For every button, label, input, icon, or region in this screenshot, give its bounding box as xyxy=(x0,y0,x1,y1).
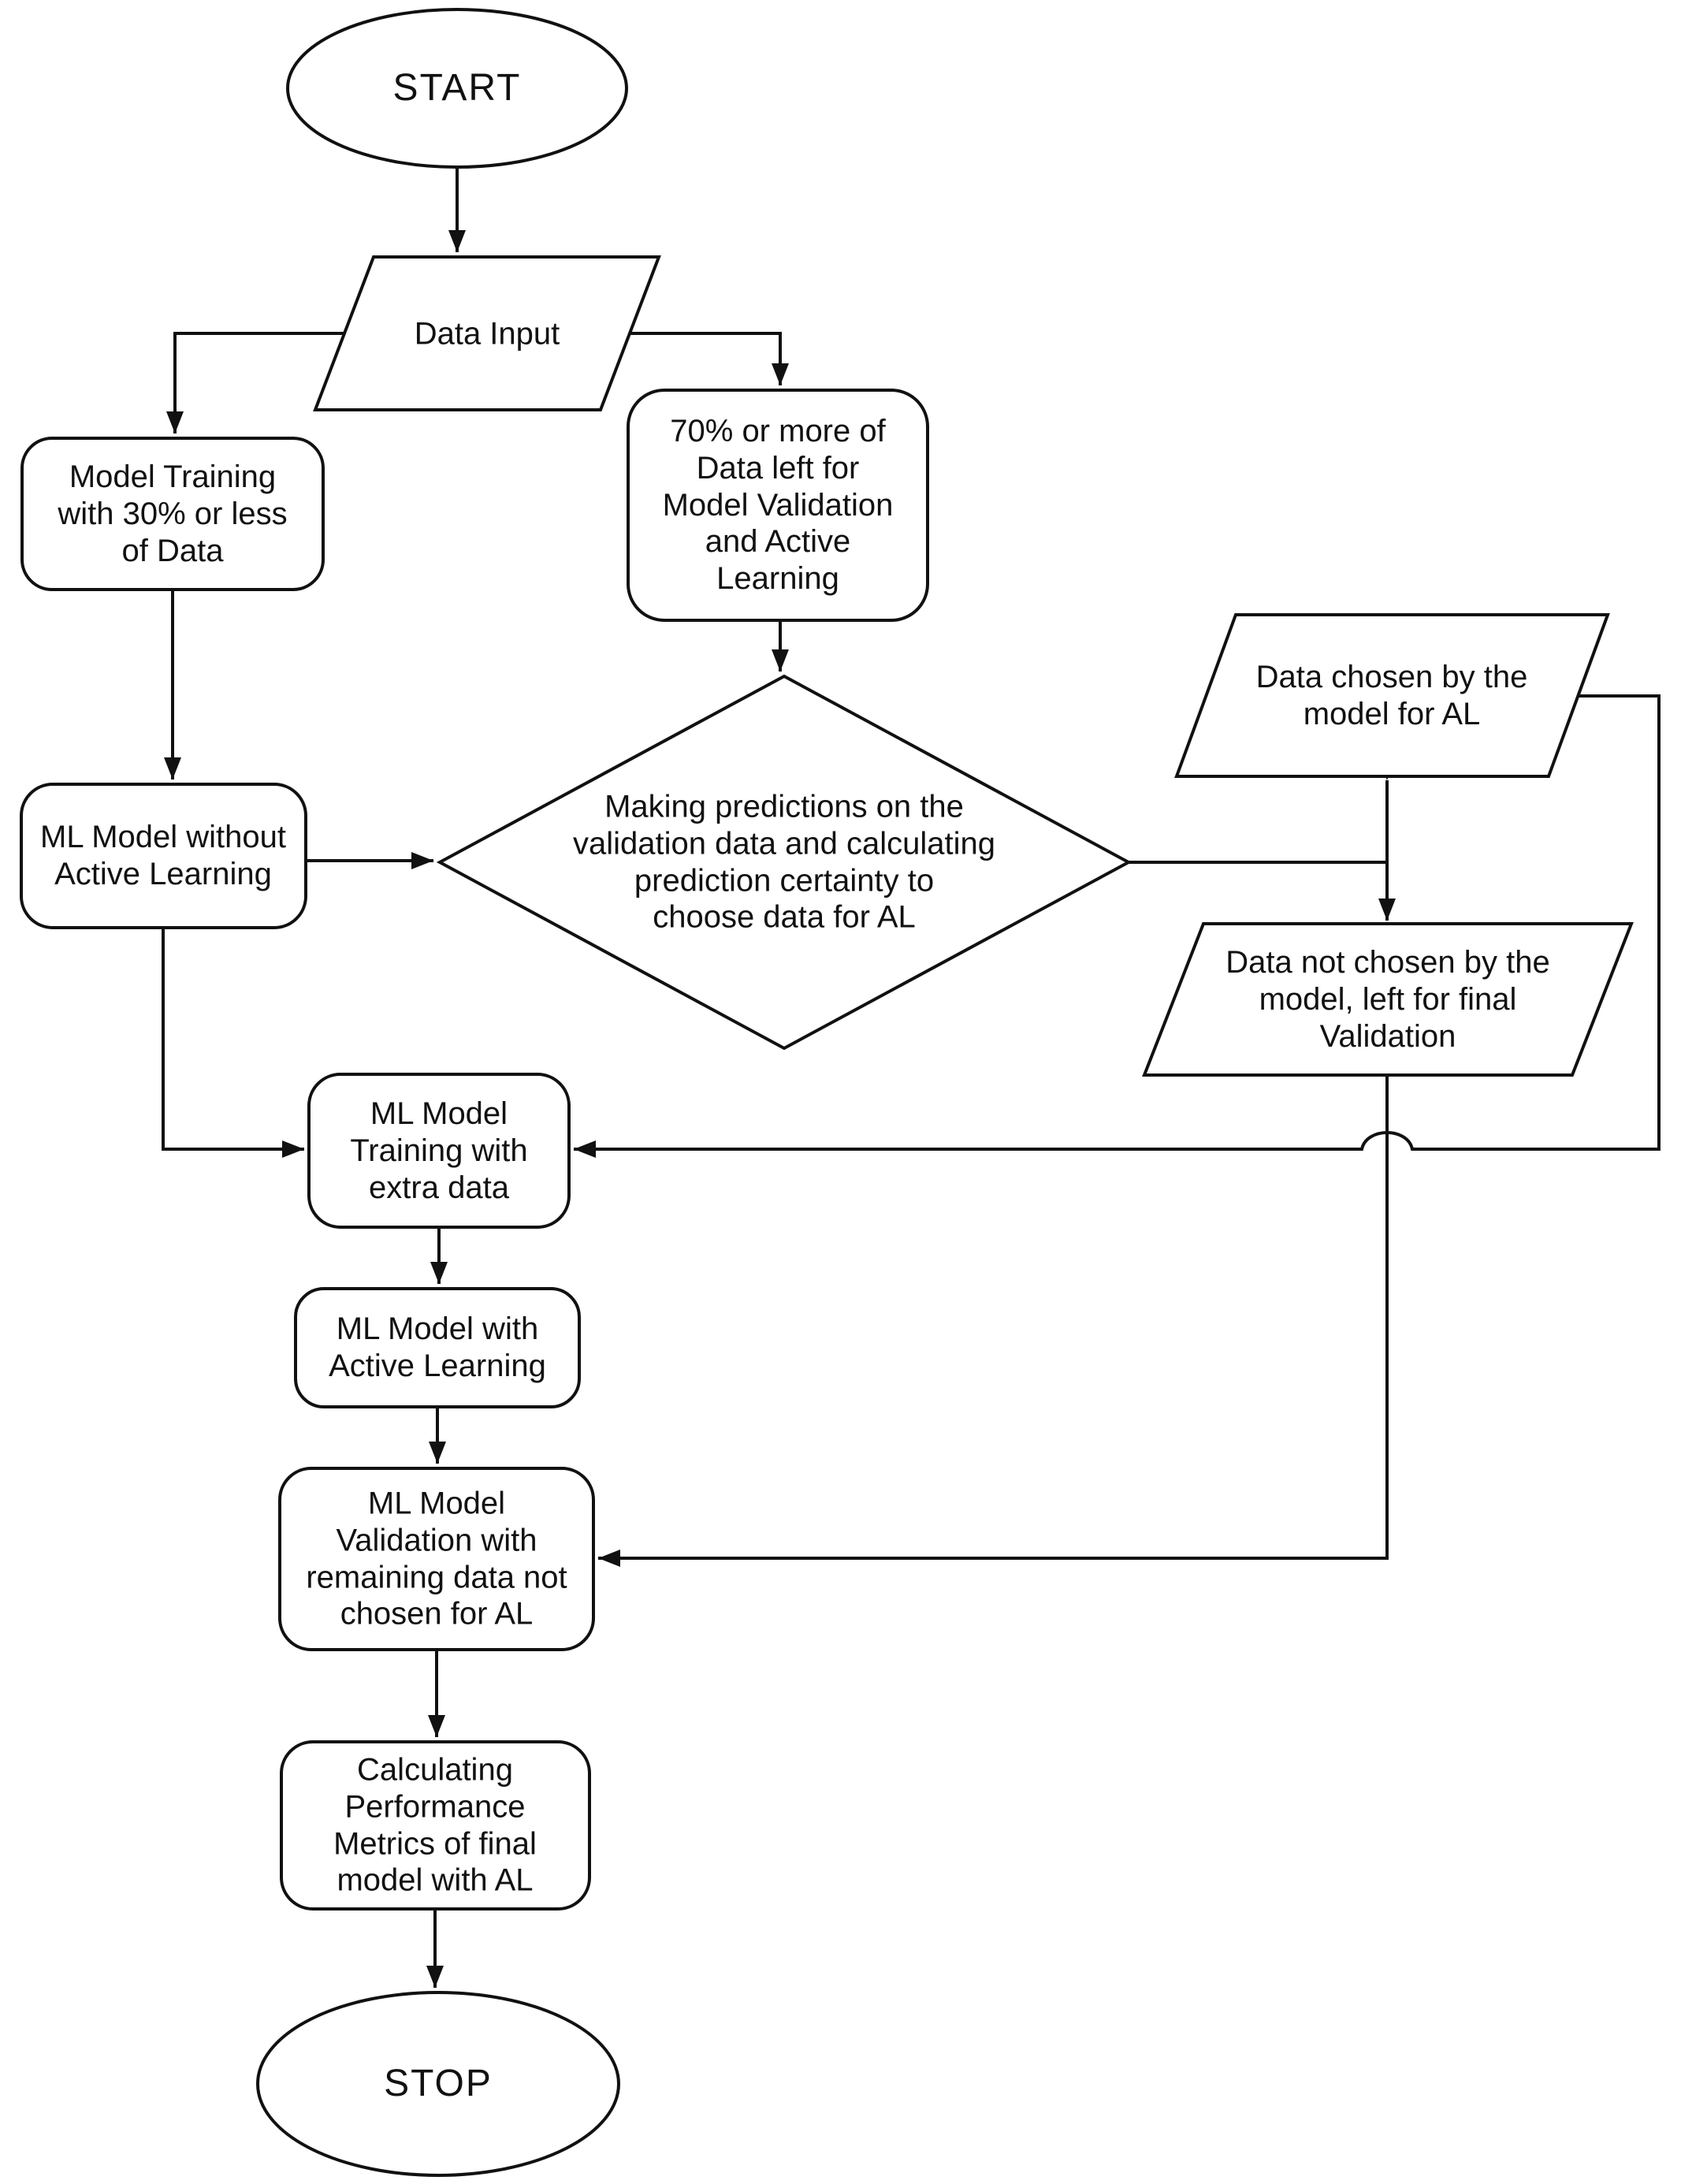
data-chosen-parallelogram xyxy=(1174,613,1610,778)
arrow-data-input-to-model-training-30 xyxy=(166,332,344,433)
arrow-data-chosen-to-ml-training-extra xyxy=(574,694,1661,1158)
ml-model-with-al-box xyxy=(294,1287,581,1408)
arrow-data-input-to-70-percent-box xyxy=(630,332,789,385)
calc-performance-metrics-box xyxy=(280,1740,591,1911)
arrow-data-not-chosen-to-ml-validation xyxy=(598,1075,1389,1567)
model-training-30-box xyxy=(20,437,325,591)
arrow-ml-without-al-to-ml-training-extra xyxy=(162,928,304,1158)
ml-training-extra-data-box xyxy=(307,1073,571,1229)
start-ellipse xyxy=(286,8,628,169)
data-input-parallelogram xyxy=(313,255,661,411)
stop-ellipse xyxy=(256,1991,620,2177)
ml-model-without-al-box xyxy=(20,783,307,929)
prediction-decision-diamond xyxy=(436,674,1132,1051)
ml-model-validation-box xyxy=(278,1467,595,1651)
data-not-chosen-parallelogram xyxy=(1142,922,1634,1077)
data-70-validation-box xyxy=(627,389,929,622)
